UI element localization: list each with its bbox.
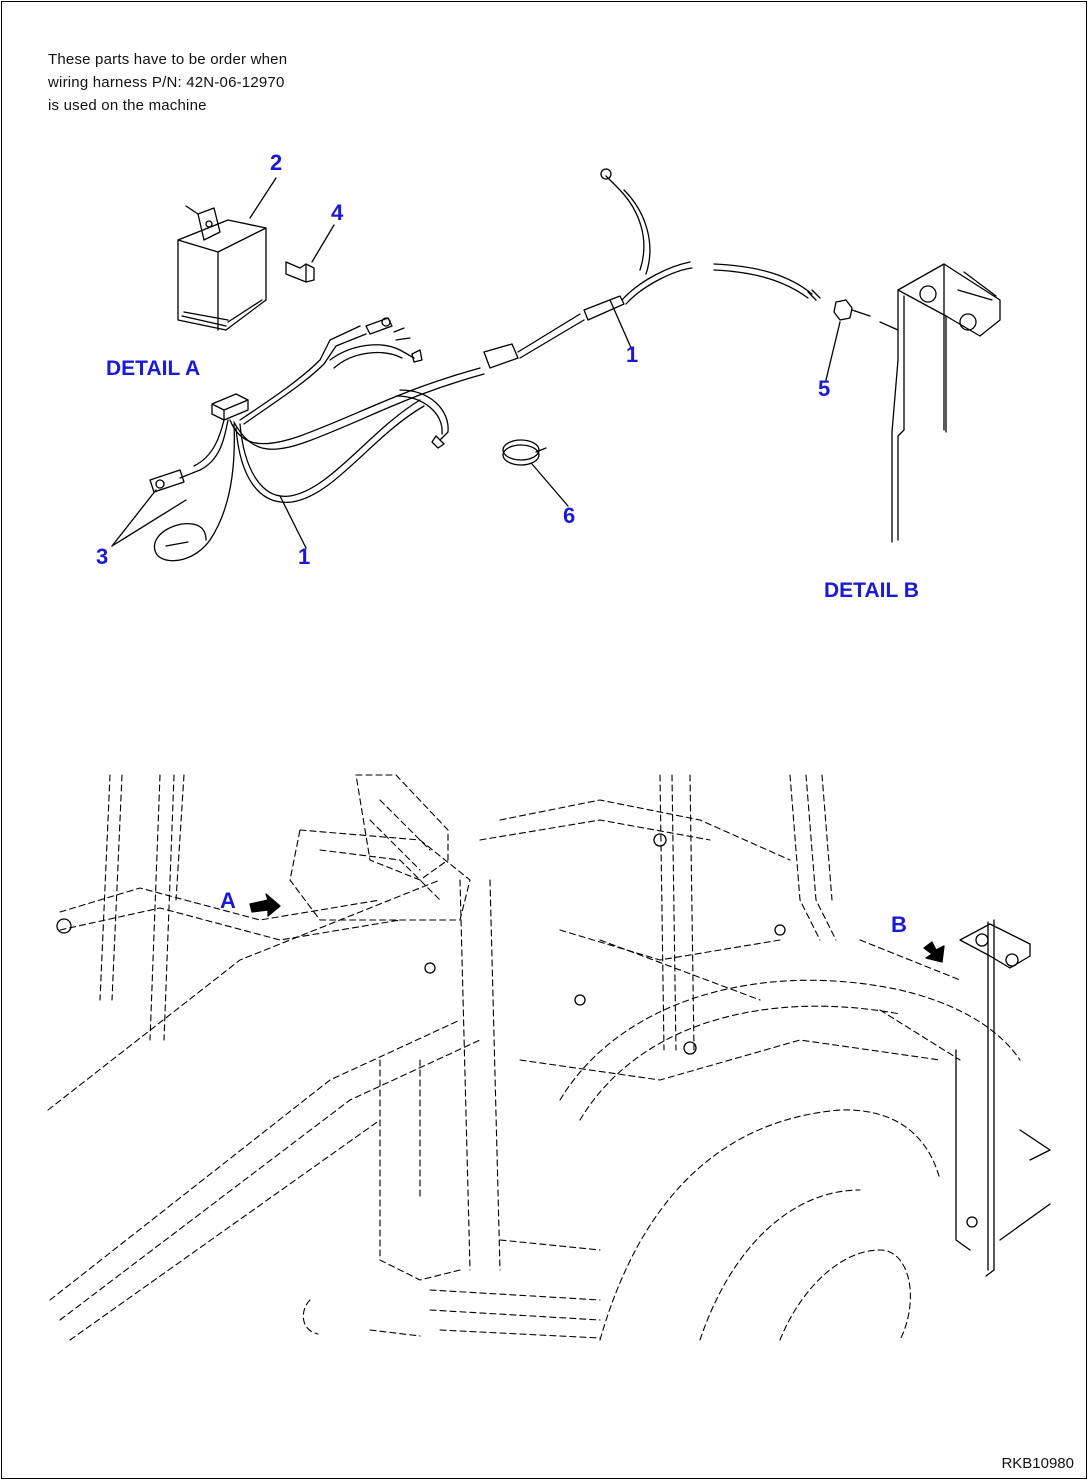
callout-2: 2 [270, 150, 283, 175]
callout-1-top: 1 [626, 342, 639, 367]
bracket-detail-b [826, 264, 1000, 542]
controller-box [178, 206, 266, 330]
view-marker-a: A [220, 888, 236, 913]
wiring-harness [150, 169, 820, 561]
clamp-6 [503, 440, 546, 465]
callout-5: 5 [818, 376, 831, 401]
detail-a-label: DETAIL A [106, 357, 201, 380]
view-marker-b: B [891, 912, 907, 937]
screw-4 [286, 262, 314, 282]
callout-4: 4 [331, 200, 344, 225]
detail-b-label: DETAIL B [824, 579, 919, 602]
machine-overview [48, 775, 1020, 1340]
drawing-code: RKB10980 [1001, 1455, 1074, 1472]
overview-solids [57, 834, 1050, 1276]
callout-6: 6 [563, 503, 576, 528]
callout-3: 3 [96, 544, 109, 569]
callout-1-bottom: 1 [298, 544, 311, 569]
parts-order-note: These parts have to be order when wiring… [48, 51, 288, 114]
